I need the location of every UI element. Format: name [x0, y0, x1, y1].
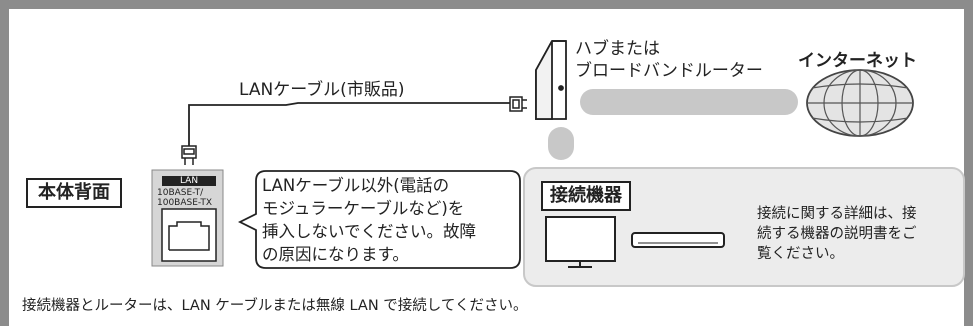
warning-line2: モジュラーケーブルなど)を — [262, 199, 465, 218]
cable-plug-router-icon — [509, 96, 527, 112]
warning-callout — [237, 170, 521, 269]
wireless-connection-bar — [580, 89, 798, 115]
port-spec-line2: 100BASE-TX — [157, 198, 212, 208]
wired-connection-bar — [548, 127, 574, 160]
port-title: LAN — [179, 176, 199, 186]
router-icon — [535, 40, 567, 120]
lan-port-panel — [151, 169, 224, 267]
recorder-icon — [631, 232, 725, 248]
details-line1: 接続に関する詳細は、接 — [757, 206, 917, 222]
internet-label: インターネット — [798, 51, 917, 71]
warning-line3: 挿入しないでください。故障 — [262, 222, 477, 241]
connected-devices-label: 接続機器 — [541, 181, 631, 211]
details-line2: 続する機器の説明書をご — [757, 226, 917, 242]
connected-devices-panel — [523, 167, 965, 287]
cable-plug-body-icon — [181, 145, 197, 165]
cable-label: LANケーブル(市販品) — [239, 80, 405, 100]
tv-icon — [545, 216, 616, 268]
ethernet-port-icon — [168, 221, 210, 251]
router-label-line2: ブロードバンドルーター — [575, 61, 763, 81]
warning-line1: LANケーブル以外(電話の — [262, 176, 450, 195]
lan-cable-icon — [188, 102, 510, 147]
warning-line4: の原因になります。 — [262, 245, 409, 264]
port-spec-line1: 10BASE-T/ — [157, 188, 204, 198]
router-label-line1: ハブまたは — [575, 39, 660, 59]
details-line3: 覧ください。 — [757, 246, 844, 262]
internet-globe-icon — [806, 69, 914, 137]
body-back-label: 本体背面 — [26, 178, 122, 208]
footer-note: 接続機器とルーターは、LAN ケーブルまたは無線 LAN で接続してください。 — [22, 298, 528, 314]
